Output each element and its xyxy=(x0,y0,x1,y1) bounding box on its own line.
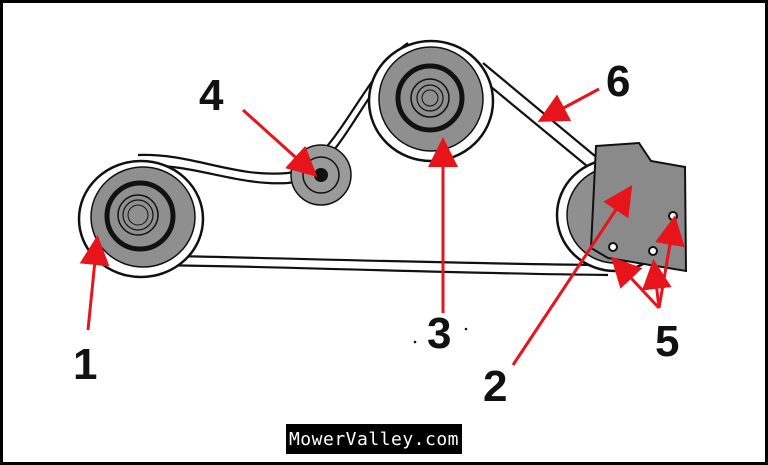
callout-4: 4 xyxy=(199,71,224,120)
arrow-6 xyxy=(537,87,600,122)
arrow-5b xyxy=(641,259,672,309)
belt-diagram: 1 2 3 4 5 6 xyxy=(73,39,688,411)
guard-bolt-2 xyxy=(648,246,658,256)
belt-guard xyxy=(589,141,688,273)
callout-arrows xyxy=(79,87,685,366)
guard-bolt-3 xyxy=(668,211,678,221)
guard-bolt-1 xyxy=(608,242,618,252)
mowervalley-watermark: MowerValley.com xyxy=(286,424,462,454)
arrow-5a xyxy=(610,256,661,310)
arrow-1 xyxy=(79,235,110,331)
callout-1: 1 xyxy=(73,340,97,389)
arrow-2 xyxy=(511,184,633,366)
idler-pulley xyxy=(290,144,352,206)
callout-2: 2 xyxy=(483,362,507,411)
callout-5: 5 xyxy=(655,317,679,366)
left-spindle-pulley xyxy=(77,159,205,279)
arrow-4 xyxy=(241,108,318,178)
arrow-5c xyxy=(655,215,685,309)
center-spindle-pulley xyxy=(367,39,495,163)
callout-6: 6 xyxy=(606,57,630,106)
callout-3: 3 xyxy=(427,309,451,358)
